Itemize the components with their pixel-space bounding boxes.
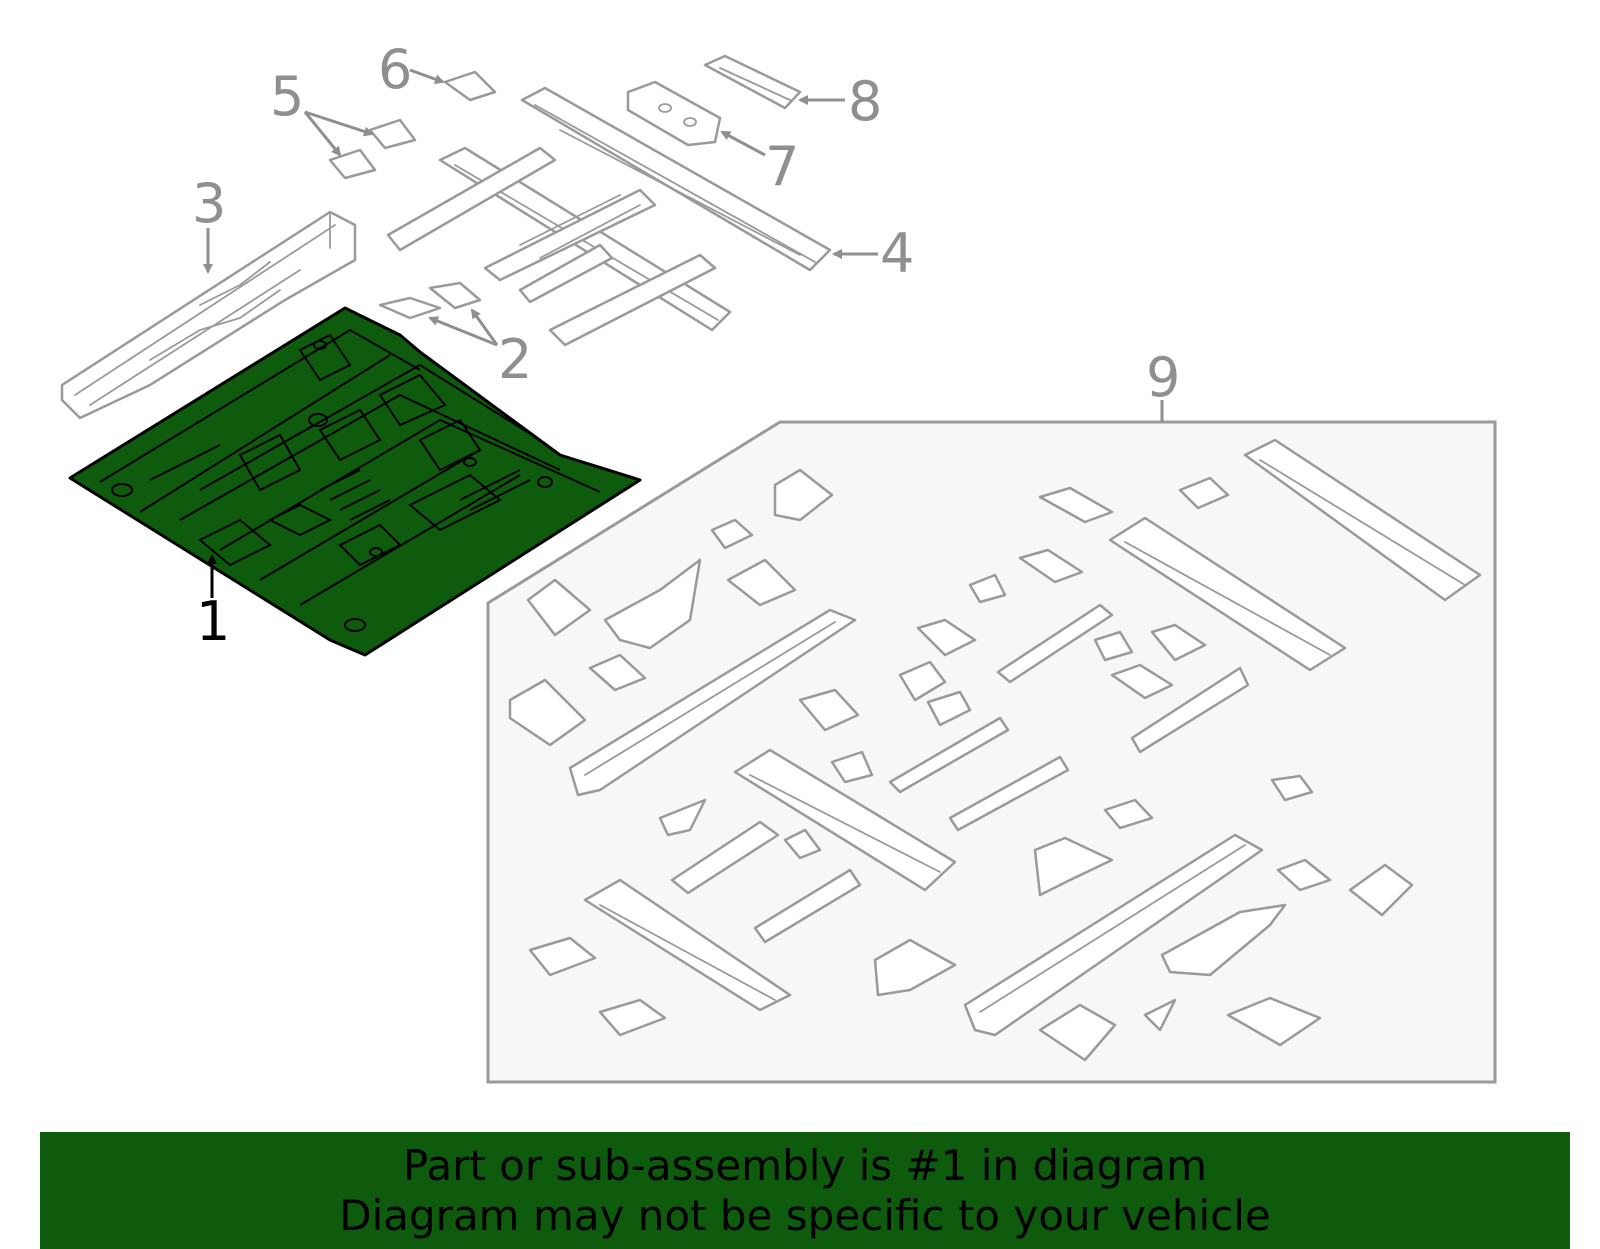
footer-line-2: Diagram may not be specific to your vehi… xyxy=(339,1190,1271,1240)
bracket-part-8[interactable] xyxy=(703,54,802,110)
callout-2-leader-b xyxy=(470,308,499,346)
callout-6[interactable]: 6 xyxy=(378,38,412,101)
kit-components xyxy=(508,438,1482,1062)
bracket-part-7[interactable] xyxy=(626,80,722,147)
kit-box-part-9[interactable] xyxy=(486,420,1497,1084)
footer-banner: Part or sub-assembly is #1 in diagram Di… xyxy=(40,1132,1570,1249)
crossmember-frame-part-4[interactable] xyxy=(386,86,832,347)
callout-5-leader-a xyxy=(304,110,374,137)
callout-2[interactable]: 2 xyxy=(498,328,532,391)
footer-line-1: Part or sub-assembly is #1 in diagram xyxy=(402,1140,1208,1190)
callout-7[interactable]: 7 xyxy=(765,135,799,198)
callout-6-leader xyxy=(409,68,445,84)
floor-pan-part-1[interactable] xyxy=(68,306,642,657)
callout-8[interactable]: 8 xyxy=(848,70,882,133)
callout-3[interactable]: 3 xyxy=(192,172,226,235)
callout-5-leader-b xyxy=(303,111,342,157)
callout-4[interactable]: 4 xyxy=(880,222,914,285)
callout-1[interactable]: 1 xyxy=(196,590,230,653)
brackets-part-5[interactable] xyxy=(328,118,417,180)
callout-9[interactable]: 9 xyxy=(1146,346,1180,409)
side-rail-part-3[interactable] xyxy=(60,210,357,420)
brackets-part-2[interactable] xyxy=(378,281,482,320)
bracket-part-6[interactable] xyxy=(443,70,497,102)
callout-5[interactable]: 5 xyxy=(270,65,304,128)
callout-2-leader-a xyxy=(428,316,498,347)
callout-7-leader xyxy=(720,130,766,157)
